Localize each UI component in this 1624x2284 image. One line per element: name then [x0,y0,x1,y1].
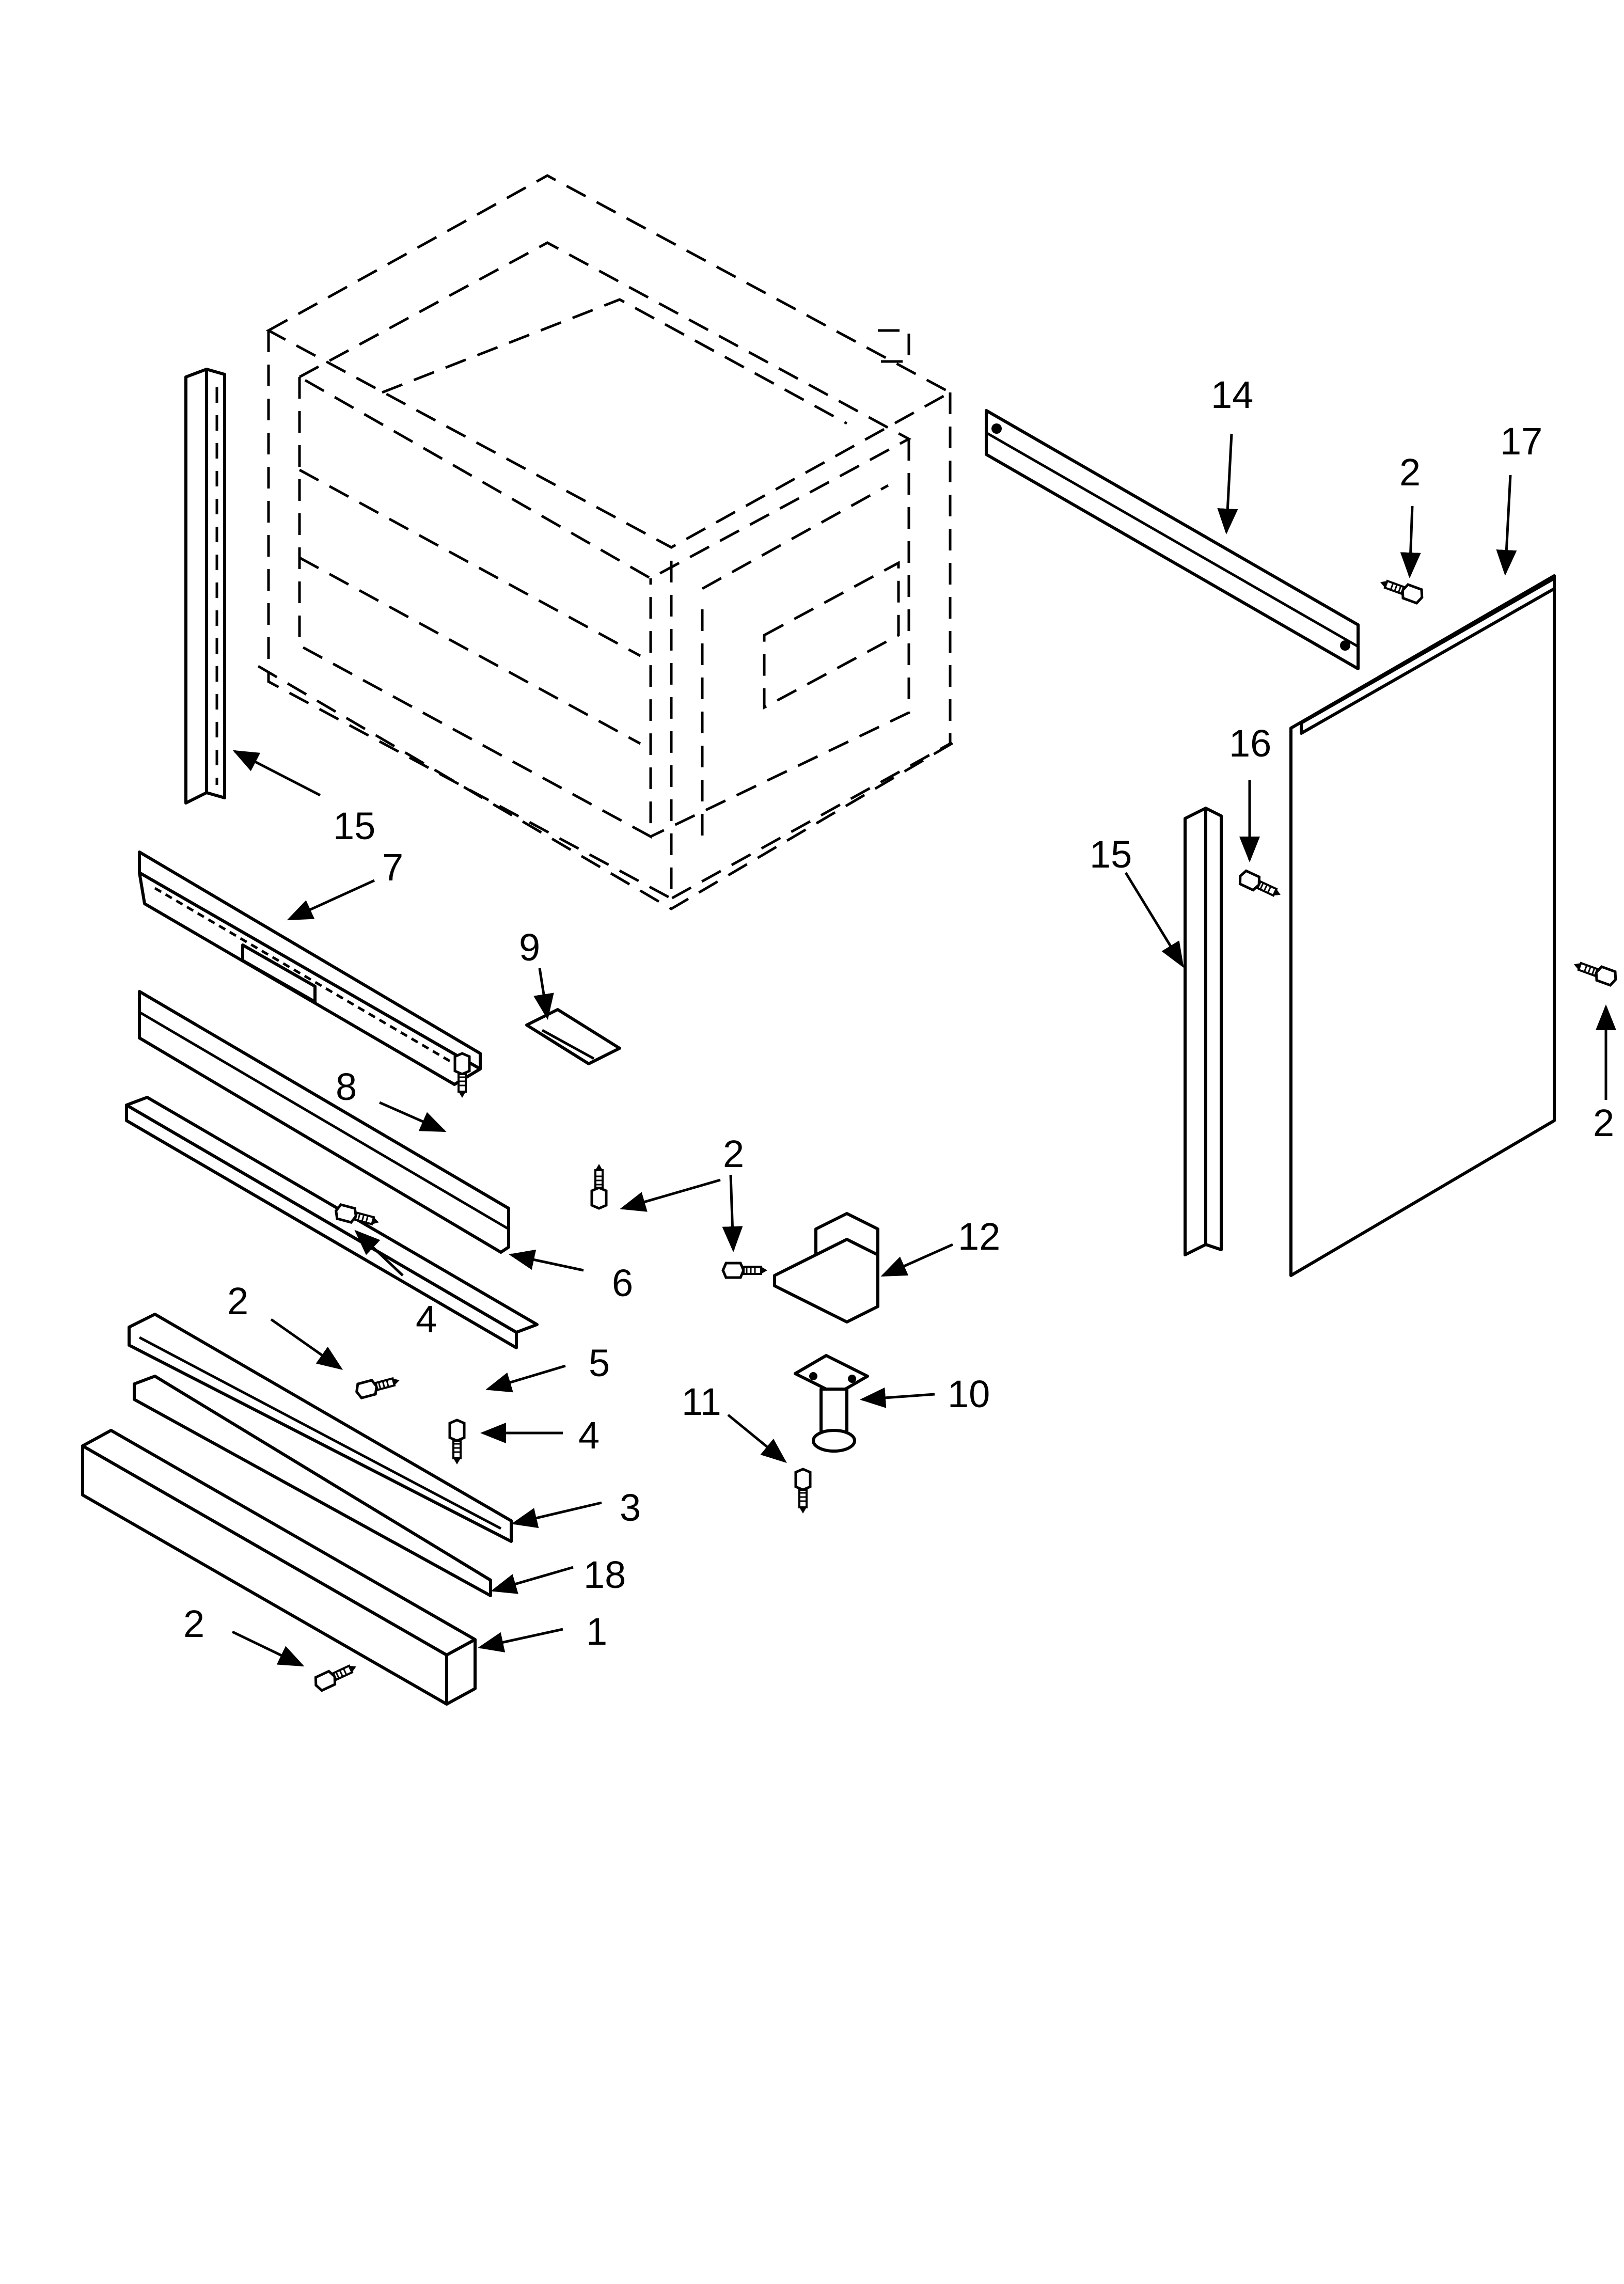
part-17-side-panel [1289,574,1556,1277]
callout-18: 18 [584,1553,626,1596]
callout-10: 10 [948,1373,990,1415]
screw-2-left [355,1373,401,1398]
part-7-rail [138,850,482,1086]
callout-14: 14 [1211,373,1253,416]
callout-1: 1 [586,1610,607,1653]
callout-4-top: 4 [416,1298,437,1341]
part-1-toe-kick [81,1429,477,1706]
cabinet-outline [257,174,961,910]
screw-2-top [1378,575,1424,604]
callout-9: 9 [519,926,540,969]
callout-11: 11 [682,1380,721,1423]
part-3-plate [128,1313,513,1543]
callout-15-right: 15 [1090,833,1132,876]
part-15-right-channel [1184,807,1223,1256]
callout-2-right: 2 [1593,1101,1614,1144]
part-10-leveling-leg [794,1354,869,1453]
callout-5: 5 [589,1342,610,1384]
callout-8: 8 [336,1065,357,1108]
callout-3: 3 [620,1486,641,1529]
screw-9 [592,1164,606,1208]
callout-17: 17 [1500,420,1542,463]
part-15-left-channel [184,368,226,805]
callout-16: 16 [1229,722,1271,765]
part-14-bracket [985,409,1360,670]
callout-12: 12 [958,1215,1000,1258]
leader-arrows [231,433,1616,1667]
screw-2-bottom [313,1660,359,1692]
part-6 [138,990,510,1254]
callout-4-bottom: 4 [578,1414,600,1457]
callout-6: 6 [612,1262,633,1304]
callout-labels: 14 17 2 16 15 2 15 7 9 8 2 12 6 2 4 5 4 … [183,373,1614,1653]
screw-4-bottom [450,1420,464,1464]
screw-2-mid [723,1263,767,1278]
callout-7: 7 [382,846,403,889]
callout-2-bottom: 2 [183,1602,204,1645]
screw-16 [1237,870,1284,902]
callout-2-top: 2 [1399,451,1421,494]
screw-2-right [1571,957,1618,986]
screw-11 [796,1469,810,1514]
part-5-strip [125,1096,539,1349]
callout-15-left: 15 [333,805,375,847]
callout-2-mid: 2 [723,1132,744,1175]
part-18-strip [133,1375,492,1597]
part-9-clip [525,1008,621,1065]
callout-2-left: 2 [227,1280,248,1322]
part-12-bracket [773,1212,879,1324]
